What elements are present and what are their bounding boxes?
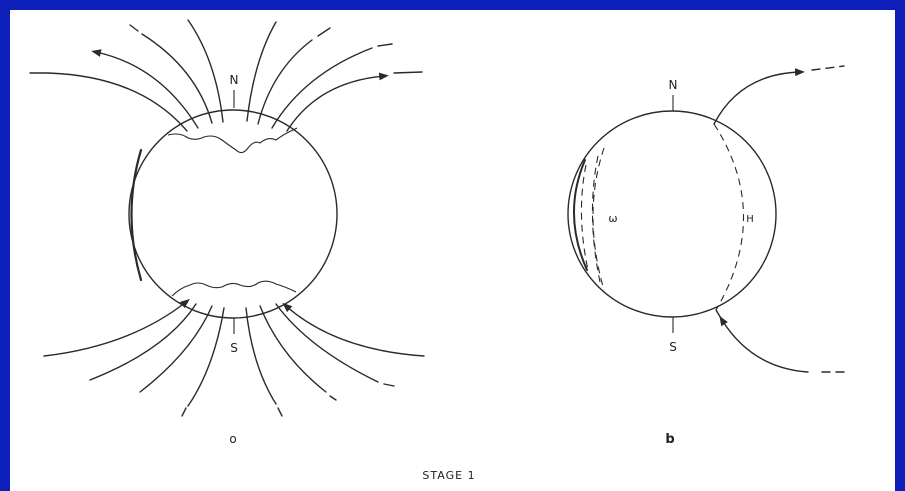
left-pole-south-label: S (230, 341, 238, 355)
left-panel: N S o (29, 19, 425, 446)
field-line (246, 21, 277, 122)
field-line (89, 303, 197, 381)
right-panel: N S ω H b (567, 65, 845, 447)
magnetic-field-diagram: N S o N S ω H b STAGE 1 (29, 19, 845, 482)
field-line (187, 19, 224, 123)
figure-frame: N S o N S ω H b STAGE 1 (10, 10, 895, 491)
field-line (257, 39, 313, 125)
field-line (91, 49, 199, 129)
left-sphere (128, 109, 338, 319)
field-line (245, 307, 277, 405)
right-panel-caption: b (665, 432, 674, 447)
left-panel-caption: o (229, 432, 236, 446)
field-line (139, 305, 213, 393)
field-line (141, 33, 213, 124)
west-dashed-region (592, 147, 605, 291)
right-pole-south-label: S (669, 340, 677, 354)
h-label: H (746, 214, 754, 225)
field-line (713, 68, 805, 125)
right-pole-north-label: N (669, 78, 678, 92)
right-sphere (567, 110, 777, 318)
left-pole-north-label: N (230, 73, 239, 87)
field-line (275, 303, 379, 383)
field-line (286, 72, 389, 132)
field-line (43, 298, 190, 357)
north-polar-cap (167, 127, 298, 154)
field-line (282, 302, 425, 357)
east-dashed-region (713, 123, 744, 311)
stage-caption: STAGE 1 (422, 469, 475, 482)
field-line (187, 307, 225, 407)
field-line (47, 72, 188, 132)
field-line (271, 47, 373, 129)
field-line (259, 305, 327, 393)
omega-label: ω (608, 212, 617, 225)
south-polar-cap (171, 280, 297, 297)
